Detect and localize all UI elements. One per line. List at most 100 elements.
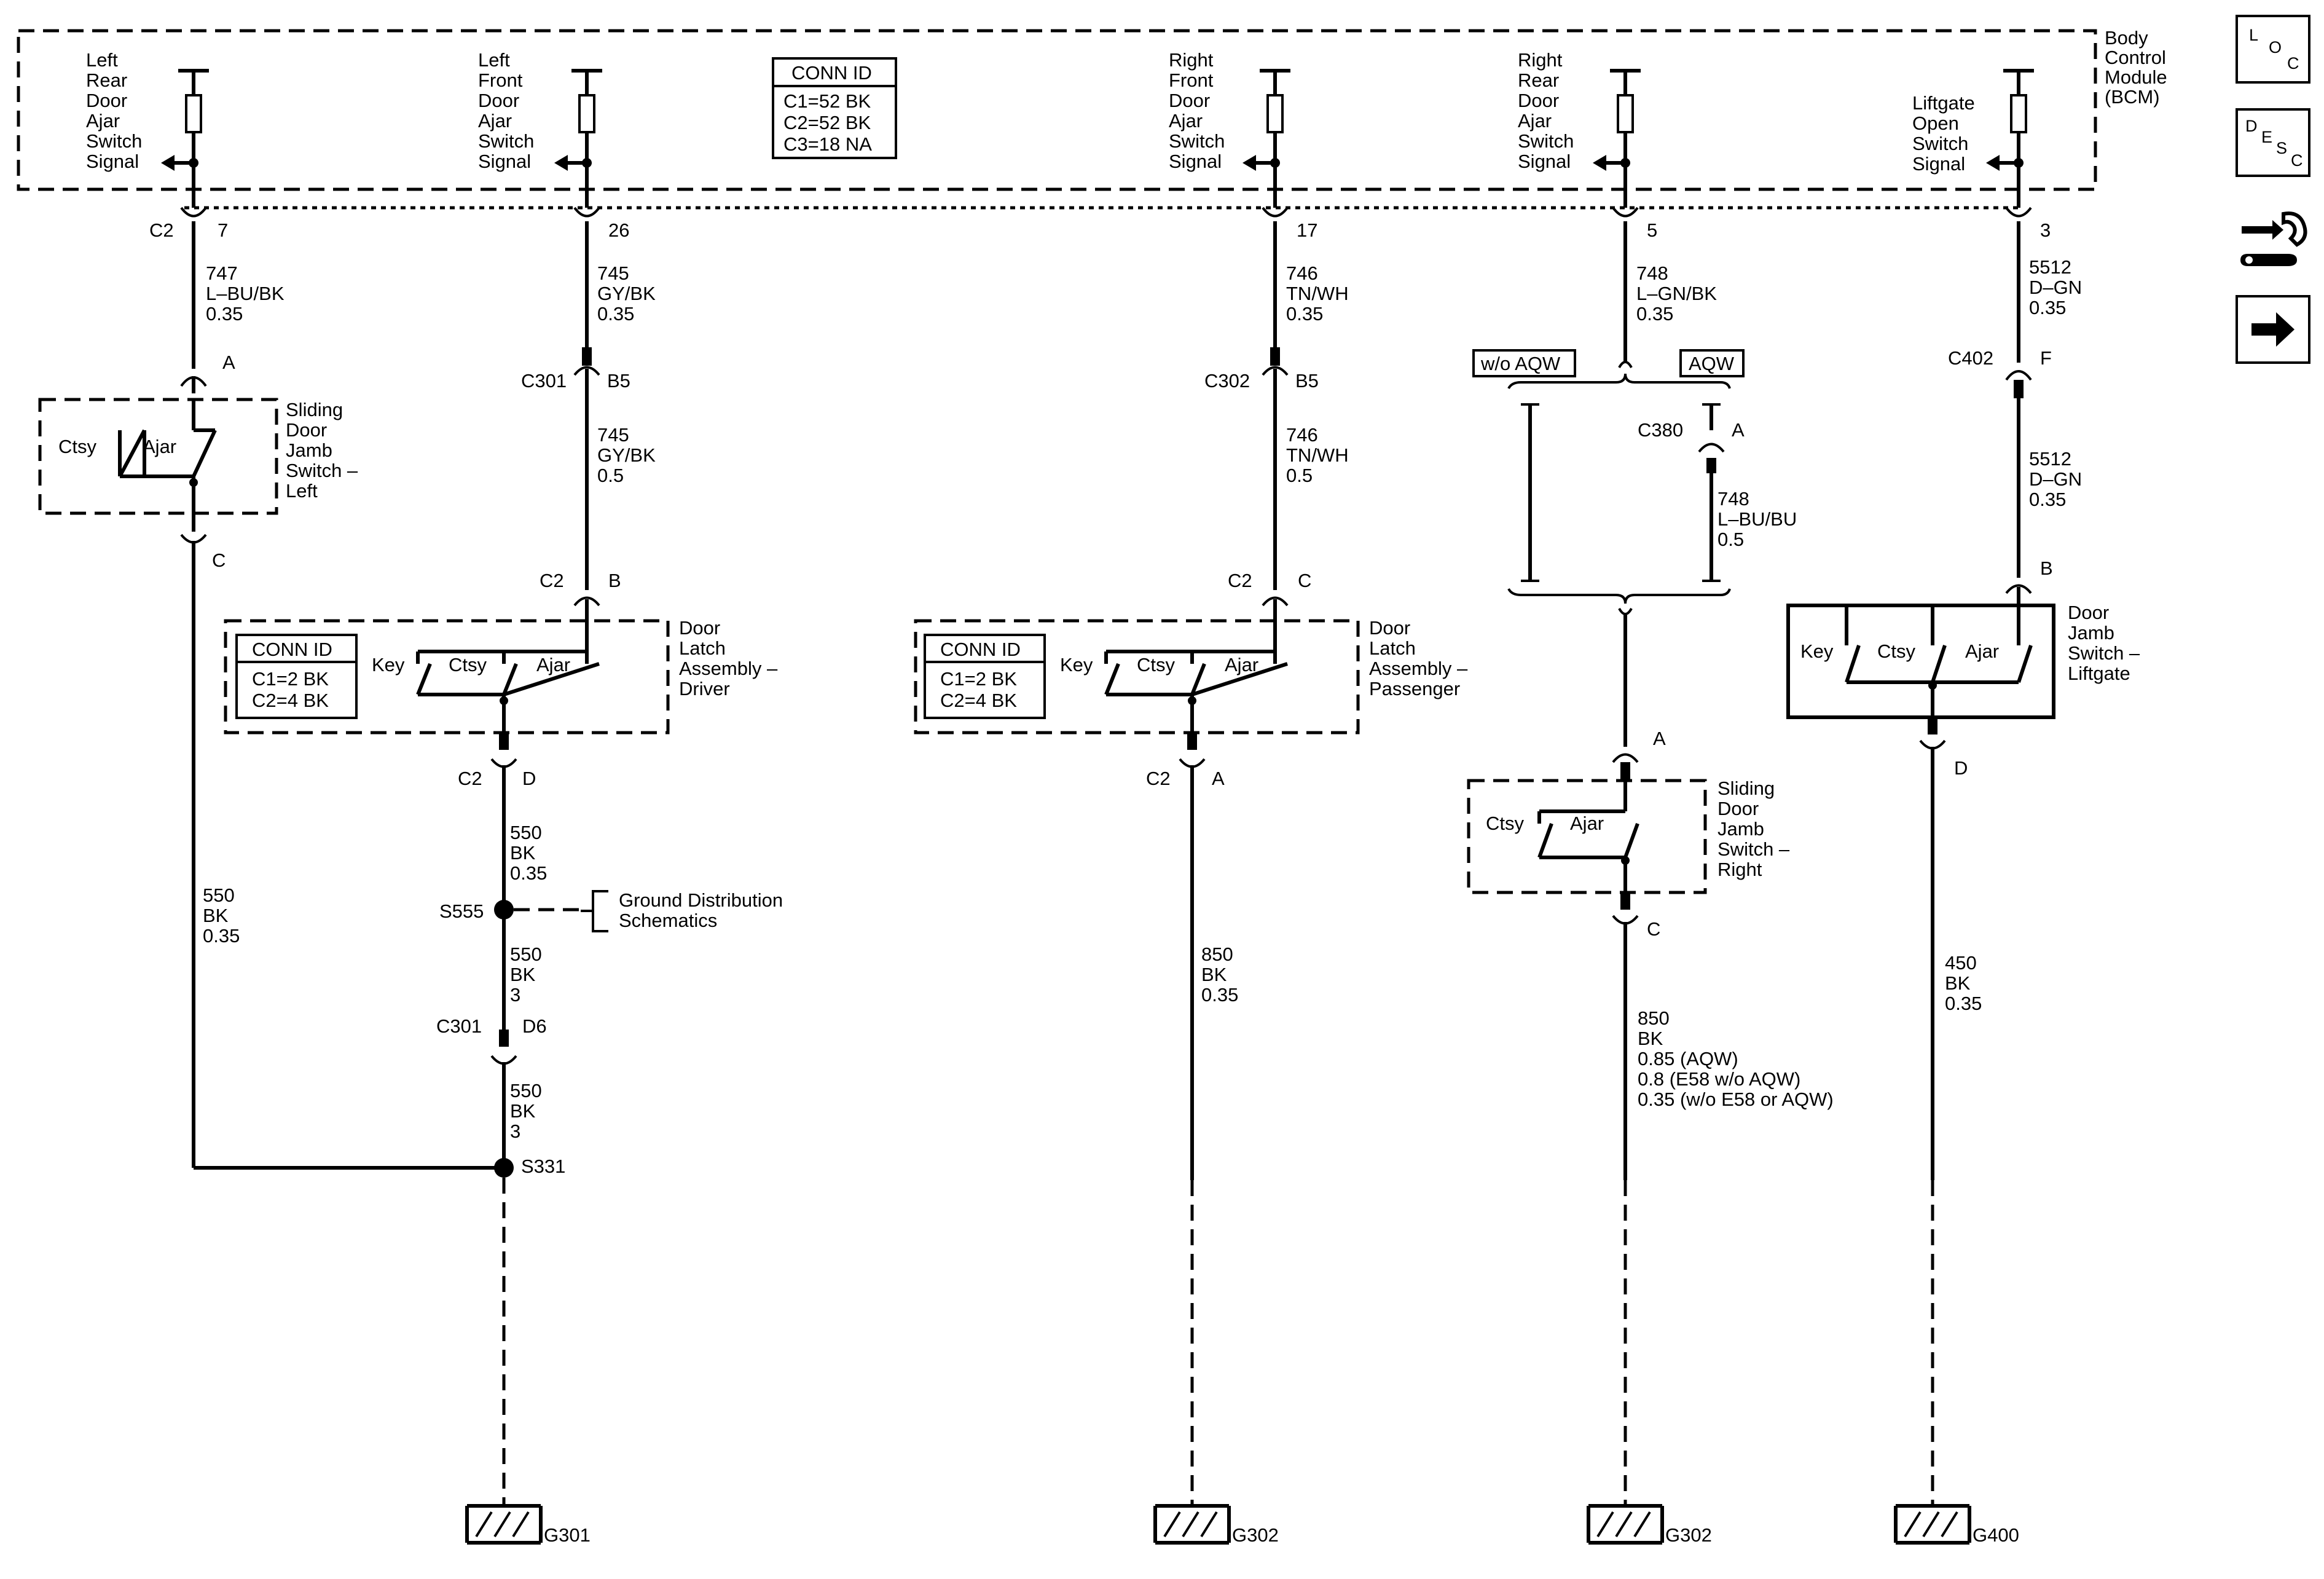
- contact-label: Ajar: [1965, 640, 1999, 662]
- svg-text:Switch –: Switch –: [286, 460, 358, 481]
- col2-wiring: [224, 221, 670, 1545]
- wire-label: 748 L–BU/BU 0.5: [1717, 488, 1797, 550]
- svg-text:Ajar: Ajar: [1169, 110, 1203, 132]
- svg-text:Door: Door: [2068, 602, 2109, 623]
- connector-name: C2: [540, 570, 564, 591]
- col3-wiring: [914, 221, 1360, 1545]
- svg-text:745: 745: [597, 424, 629, 446]
- svg-text:Door: Door: [86, 90, 127, 111]
- wire-label: 748 L–GN/BK 0.35: [1636, 262, 1717, 325]
- svg-text:Driver: Driver: [679, 678, 730, 699]
- connector-name: C2: [458, 768, 482, 789]
- desc-letter: E: [2261, 128, 2273, 146]
- svg-text:TN/WH: TN/WH: [1286, 444, 1349, 466]
- connector-pin-label: B5: [1295, 370, 1319, 392]
- svg-text:BK: BK: [510, 1100, 536, 1122]
- bcm-pin: 7: [218, 219, 228, 241]
- svg-text:Door: Door: [1369, 617, 1410, 639]
- svg-text:Jamb: Jamb: [2068, 622, 2114, 644]
- bcm-signal-label-3: Right Front Door Ajar Switch Signal: [1169, 49, 1225, 172]
- connector-name: C380: [1638, 419, 1683, 441]
- svg-text:550: 550: [510, 822, 542, 843]
- svg-text:0.5: 0.5: [1717, 529, 1744, 550]
- contact-label: Ctsy: [449, 654, 487, 675]
- contact-label: Key: [372, 654, 405, 675]
- desc-button[interactable]: D E S C: [2236, 108, 2310, 177]
- next-button[interactable]: [2236, 295, 2310, 364]
- arrow-right-icon: [2251, 312, 2295, 347]
- contact-label: Ajar: [1570, 813, 1604, 834]
- connector-pin-label: B: [608, 570, 621, 591]
- svg-text:747: 747: [206, 262, 238, 284]
- connector-name: C2: [1228, 570, 1252, 591]
- option-label-wo-aqw: w/o AQW: [1480, 353, 1561, 374]
- connector-pin-label: C: [1298, 570, 1311, 591]
- desc-letter: D: [2245, 117, 2258, 135]
- conn-id-title: CONN ID: [791, 62, 872, 84]
- wire-label: 745 GY/BK 0.35: [597, 262, 656, 325]
- bcm-label-line: Control: [2105, 47, 2166, 68]
- bcm-label: Body Control Module (BCM): [2105, 27, 2167, 108]
- bcm-signal-col4: [1593, 69, 1641, 208]
- connector-name: C301: [436, 1015, 482, 1037]
- svg-text:Jamb: Jamb: [1717, 818, 1764, 840]
- wire-label: 5512 D–GN 0.35: [2029, 256, 2082, 318]
- connector-pin-label: C: [1647, 918, 1660, 940]
- svg-text:Switch: Switch: [478, 130, 534, 152]
- ground-label: G302: [1232, 1524, 1279, 1546]
- svg-text:550: 550: [510, 943, 542, 965]
- svg-text:Right: Right: [1518, 49, 1563, 71]
- bcm-signal-label-2: Left Front Door Ajar Switch Signal: [478, 49, 534, 172]
- wire-label: 850 BK 0.85 (AQW) 0.8 (E58 w/o AQW) 0.35…: [1638, 1007, 1834, 1110]
- contact-label: Ctsy: [1137, 654, 1176, 675]
- svg-text:BK: BK: [203, 905, 229, 926]
- svg-text:0.35: 0.35: [1286, 303, 1323, 325]
- bcm-pin: 26: [608, 219, 629, 241]
- svg-text:0.8 (E58 w/o AQW): 0.8 (E58 w/o AQW): [1638, 1068, 1800, 1090]
- svg-text:Rear: Rear: [86, 69, 127, 91]
- svg-text:Door: Door: [679, 617, 720, 639]
- option-label-aqw: AQW: [1689, 353, 1735, 374]
- svg-text:CONN ID: CONN ID: [940, 639, 1021, 660]
- bcm-label-line: Body: [2105, 27, 2148, 49]
- ground-label: G301: [544, 1524, 591, 1546]
- svg-text:550: 550: [510, 1080, 542, 1101]
- svg-text:CONN ID: CONN ID: [252, 639, 332, 660]
- svg-text:3: 3: [510, 984, 520, 1006]
- svg-text:746: 746: [1286, 424, 1318, 446]
- svg-text:0.35: 0.35: [2029, 297, 2066, 318]
- svg-text:C2=4 BK: C2=4 BK: [940, 690, 1017, 711]
- svg-text:Signal: Signal: [478, 151, 531, 172]
- bcm-label-line: Module: [2105, 66, 2167, 88]
- bcm-signal-col2: [554, 69, 602, 208]
- bcm-signal-col1: [161, 69, 209, 208]
- bcm-connector-pins: [180, 207, 2032, 218]
- sliding-door-switch-right-label: Sliding Door Jamb Switch – Right: [1717, 778, 1790, 880]
- svg-text:Signal: Signal: [1169, 151, 1222, 172]
- sliding-door-switch-right-outline: [1467, 779, 1707, 894]
- connector-wrench-icon[interactable]: [2236, 202, 2310, 270]
- option-box-aqw: [1679, 349, 1745, 377]
- svg-text:0.35: 0.35: [597, 303, 634, 325]
- splice-label: S331: [521, 1156, 565, 1177]
- loc-button[interactable]: L O C: [2236, 15, 2310, 84]
- svg-text:Assembly –: Assembly –: [1369, 658, 1468, 679]
- svg-text:850: 850: [1201, 943, 1233, 965]
- svg-text:BK: BK: [510, 842, 536, 864]
- wire-label: 550 BK 0.35: [510, 822, 547, 884]
- svg-text:0.35: 0.35: [1201, 984, 1238, 1006]
- svg-text:Open: Open: [1912, 112, 1959, 134]
- svg-text:Schematics: Schematics: [619, 910, 717, 931]
- desc-letter: S: [2276, 139, 2288, 157]
- bcm-pin: 17: [1297, 219, 1317, 241]
- contact-label: Ctsy: [58, 436, 97, 457]
- svg-text:C1=2 BK: C1=2 BK: [940, 668, 1017, 690]
- connector-pin-label: D6: [522, 1015, 547, 1037]
- svg-text:0.35: 0.35: [1945, 993, 1982, 1014]
- door-jamb-switch-liftgate-outline: [1786, 604, 2055, 719]
- contact-label: Ajar: [143, 436, 176, 457]
- svg-text:Door: Door: [1518, 90, 1559, 111]
- connector-pin-label: F: [2040, 347, 2052, 369]
- svg-text:0.35: 0.35: [510, 862, 547, 884]
- loc-letter: O: [2269, 38, 2282, 57]
